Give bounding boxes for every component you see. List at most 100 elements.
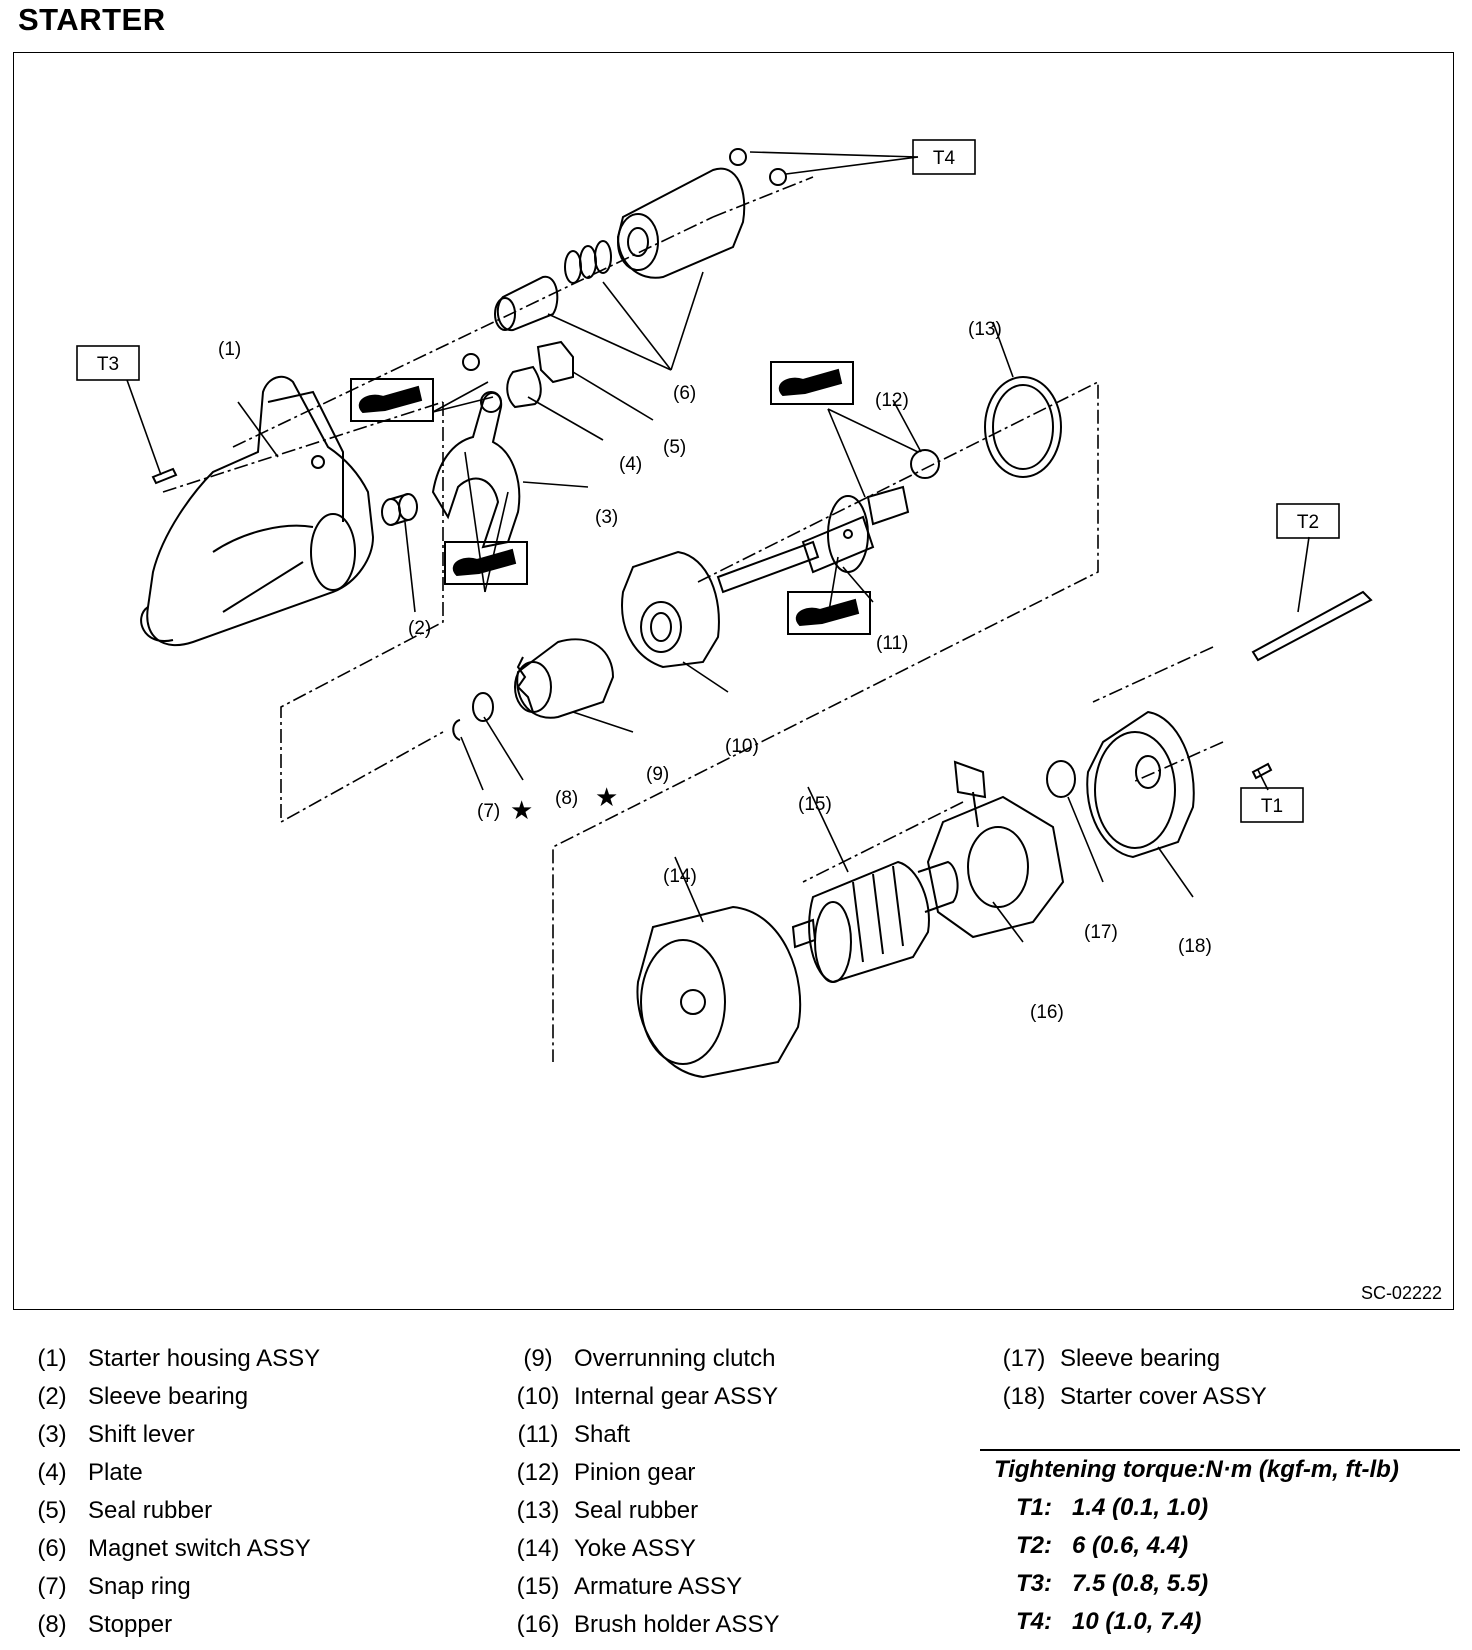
torque-title: Tightening torque:N·m (kgf-m, ft-lb): [994, 1456, 1399, 1483]
seal-rubber-ring-part: [984, 376, 1062, 478]
legend-label: Starter cover ASSY: [1060, 1383, 1267, 1410]
tag-box-t4: [912, 139, 976, 175]
legend-number: (17): [1002, 1345, 1046, 1372]
starter-cover-part: [1086, 710, 1195, 859]
callout-8: (8): [555, 788, 578, 809]
legend-item: (4) Plate: [22, 1454, 482, 1492]
torque-row: T4: 10 (1.0, 7.4): [980, 1603, 1460, 1641]
torque-value: 6 (0.6, 4.4): [1072, 1532, 1189, 1559]
page-title: STARTER: [18, 2, 166, 37]
legend-item: (9)Overrunning clutch: [508, 1340, 968, 1378]
legend-number: (13): [516, 1497, 560, 1524]
legend-label: Plate: [88, 1459, 143, 1486]
callout-18: (18): [1178, 936, 1212, 957]
legend-label: Sleeve bearing: [88, 1383, 249, 1410]
callout-16: (16): [1030, 1002, 1064, 1023]
legend-number: (18): [1002, 1383, 1046, 1410]
legend-item: (10)Internal gear ASSY: [508, 1378, 968, 1416]
legend-item: (1)Starter housing ASSY: [22, 1340, 482, 1378]
legend-label: Armature ASSY: [574, 1573, 743, 1600]
callout-14: (14): [663, 866, 697, 887]
torque-divider: [980, 1449, 1460, 1451]
legend-label: Yoke ASSY: [574, 1535, 696, 1562]
diagram-frame: [13, 52, 1454, 1310]
screw-t1-part: [1251, 762, 1273, 780]
legend-column-3: (17) Sleeve bearing (18) Starter cover ASS…: [994, 1340, 1454, 1416]
torque-value: 10 (1.0, 7.4): [1072, 1608, 1202, 1635]
tag-t4: T4: [933, 148, 956, 169]
callout-6: (6): [673, 383, 696, 404]
legend-item: (8) Stopper: [22, 1606, 482, 1644]
overrunning-clutch-part: [514, 638, 615, 719]
shift-lever-part: [431, 392, 521, 549]
callout-4: (4): [619, 454, 642, 475]
plate-part: [506, 365, 542, 409]
legend-number: (7): [37, 1573, 67, 1600]
legend-item: (5)Seal rubber: [22, 1492, 482, 1530]
sleeve-bearing-part: [381, 493, 418, 526]
callout-3: (3): [595, 507, 618, 528]
legend-label: Pinion gear: [574, 1459, 696, 1486]
tag-box-t3: [76, 345, 140, 381]
seal-rubber-part: [536, 340, 574, 384]
callout-7: (7): [477, 801, 500, 822]
screw-t3-part: [151, 467, 178, 485]
callout-9: (9): [646, 764, 669, 785]
legend-number: (16): [516, 1611, 560, 1638]
armature-part: [791, 860, 959, 984]
legend-item: (15)Armature ASSY: [508, 1568, 968, 1606]
figure-code: SC-02222: [1360, 1283, 1442, 1303]
torque-row: T1:1.4 (0.1, 1.0): [980, 1489, 1460, 1527]
torque-key: T4:: [1016, 1608, 1052, 1635]
legend-label: Shaft: [574, 1421, 631, 1448]
leader-lines: [126, 151, 1310, 943]
callout-2: (2): [408, 618, 431, 639]
legend-item: (6)Magnet switch ASSY: [22, 1530, 482, 1568]
grease-symbol-boxes: [350, 361, 871, 635]
legend-label: Sleeve bearing: [1060, 1345, 1221, 1372]
callout-17: (17): [1084, 922, 1118, 943]
star-icon-8: ★: [595, 782, 618, 812]
stopper-part: [472, 692, 494, 722]
through-bolt-part: [1251, 590, 1373, 662]
legend-number: (2): [37, 1383, 67, 1410]
legend-number: (8): [37, 1611, 67, 1638]
tag-box-t1: [1240, 787, 1304, 823]
legend-item: (14) Yoke ASSY: [508, 1530, 968, 1568]
assembly-axis-lines: [162, 176, 1224, 1062]
magnet-switch-part: [494, 148, 787, 332]
legend-number: (11): [517, 1421, 559, 1448]
legend-item: (7) Snap ring: [22, 1568, 482, 1606]
shaft-part: [716, 485, 910, 594]
legend-item: (2) Sleeve bearing: [22, 1378, 482, 1416]
torque-value: 7.5 (0.8, 5.5): [1072, 1570, 1209, 1597]
legend-label: Stopper: [88, 1611, 173, 1638]
star-icon-7: ★: [510, 795, 533, 825]
legend-label: Snap ring: [88, 1573, 191, 1600]
legend-column-1: (1)Starter housing ASSY (2) Sleeve bearin…: [22, 1340, 482, 1644]
torque-key: T3:: [1016, 1570, 1052, 1597]
tag-box-t2: [1276, 503, 1340, 539]
callout-11: (11): [876, 633, 908, 654]
brush-holder-part: [926, 760, 1065, 939]
yoke-part: [636, 905, 802, 1079]
torque-value: 1.4 (0.1, 1.0): [1072, 1494, 1209, 1521]
legend-number: (10): [516, 1383, 560, 1410]
legend-item: (16) Brush holder ASSY: [508, 1606, 968, 1644]
legend-item: (17) Sleeve bearing: [994, 1340, 1454, 1378]
callout-12: (12): [875, 390, 909, 411]
torque-table: Tightening torque:N·m (kgf-m, ft-lb) T1:…: [980, 1449, 1460, 1641]
legend-number: (14): [516, 1535, 560, 1562]
legend-item: (18) Starter cover ASSY: [994, 1378, 1454, 1416]
legend-label: Shift lever: [88, 1421, 195, 1448]
callout-15: (15): [798, 794, 832, 815]
tag-t2: T2: [1297, 512, 1319, 533]
legend-label: Seal rubber: [88, 1497, 213, 1524]
legend-label: Brush holder ASSY: [574, 1611, 780, 1638]
callout-10: (10): [725, 736, 759, 757]
legend-label: Overrunning clutch: [574, 1345, 776, 1372]
legend-label: Starter housing ASSY: [88, 1345, 321, 1372]
callout-1: (1): [218, 339, 241, 360]
legend-number: (4): [37, 1459, 67, 1486]
legend-number: (3): [37, 1421, 67, 1448]
